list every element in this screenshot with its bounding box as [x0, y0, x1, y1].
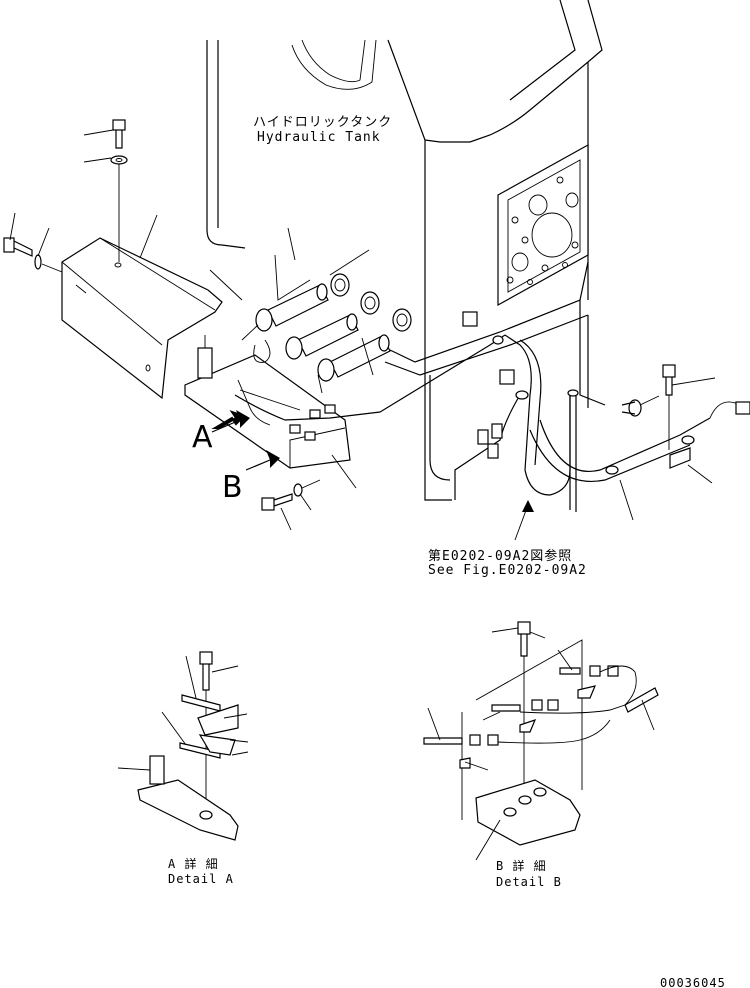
bolt-bottom: [261, 479, 321, 511]
detail-b-title-jp: B 詳 細: [496, 859, 547, 873]
detail-a-title-en: Detail A: [168, 872, 234, 886]
leader-lines: [9, 129, 716, 541]
detail-a-drawing: [117, 651, 249, 841]
sensors: [241, 273, 412, 382]
detail-a-title-jp: A 詳 細: [168, 857, 219, 871]
view-a-marker: A: [192, 420, 213, 455]
tank-label-en: Hydraulic Tank: [257, 130, 381, 145]
reference-label-jp: 第E0202-09A2図参照: [428, 549, 573, 564]
wire-harness: [234, 311, 750, 512]
bolt-side: [3, 237, 63, 273]
reference-label-en: See Fig.E0202-09A2: [428, 563, 587, 578]
tank-label-jp: ハイドロリックタンク: [253, 115, 393, 130]
detail-b-title-en: Detail B: [496, 875, 562, 889]
port-block: [497, 143, 589, 307]
drawing-number: 00036045: [660, 976, 726, 988]
detail-b-drawing: [423, 621, 659, 861]
view-b-marker: B: [222, 470, 243, 505]
bolt-top: [110, 119, 128, 262]
bolt-right: [621, 364, 676, 450]
view-arrows: [211, 410, 280, 471]
